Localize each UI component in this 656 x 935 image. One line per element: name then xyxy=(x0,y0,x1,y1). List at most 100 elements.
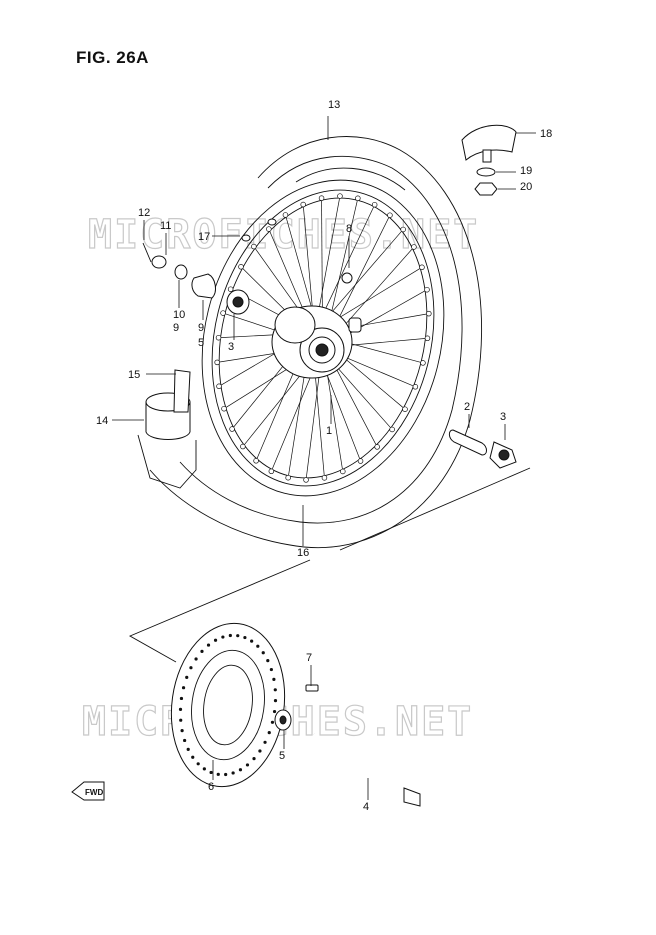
callout-label-c11: 11 xyxy=(160,220,171,232)
spoke-nipple xyxy=(411,244,417,250)
brake-disc xyxy=(170,622,286,788)
perspective-bracket xyxy=(128,467,531,663)
disc-hole xyxy=(196,762,200,766)
spoke-nipple xyxy=(420,360,426,366)
spoke xyxy=(327,198,359,327)
spoke xyxy=(335,246,415,336)
callout-label-c10: 10 xyxy=(173,309,185,321)
rim-lock xyxy=(461,124,517,196)
disc-hole xyxy=(216,772,220,776)
disc-hole xyxy=(263,740,267,744)
spoke-nipple xyxy=(221,405,227,412)
spoke-nipple xyxy=(389,426,395,433)
spoke-nipple xyxy=(227,286,234,292)
spoke-nipple xyxy=(321,475,328,481)
spoke-nipple xyxy=(240,443,246,450)
spoke-nipple xyxy=(251,243,257,250)
disc-hole xyxy=(224,772,228,777)
spoke-nipple xyxy=(285,474,291,481)
left-axle-parts xyxy=(142,218,353,315)
disc-hole xyxy=(221,635,225,639)
spoke-nipple xyxy=(268,468,275,475)
spoke-nipple xyxy=(387,212,393,218)
spoke-nipple xyxy=(300,201,306,208)
spoke-nipple xyxy=(424,335,431,342)
callout-label-c13: 13 xyxy=(328,99,340,111)
disc-hole xyxy=(206,643,211,647)
disc-hole xyxy=(213,638,218,642)
disc-hole xyxy=(181,686,186,690)
disc-hole xyxy=(261,651,265,655)
disc-hole xyxy=(179,718,183,722)
spoke-nipple xyxy=(371,201,378,208)
spoke xyxy=(332,215,391,331)
callout-label-c5a: 5 xyxy=(198,337,204,349)
callout-label-c2: 2 xyxy=(464,401,470,413)
callout-label-c18: 18 xyxy=(540,128,552,140)
spokes xyxy=(214,193,432,483)
callout-label-c9a: 9 xyxy=(173,322,179,334)
collar xyxy=(274,709,292,731)
spoke-nipple xyxy=(303,477,309,483)
disc-hole xyxy=(189,666,193,670)
callout-label-c8: 8 xyxy=(346,223,352,235)
fwd-label: FWD xyxy=(85,788,103,797)
disc-hole xyxy=(272,709,277,714)
spoke-nipple xyxy=(216,383,222,390)
disc-hole xyxy=(272,677,276,681)
disc-holes xyxy=(178,633,278,777)
spoke-nipple xyxy=(253,458,259,464)
disc-hole xyxy=(200,649,204,653)
rim-tape-and-tube xyxy=(137,369,197,489)
callout-label-c4: 4 xyxy=(363,801,369,813)
disc-hole xyxy=(231,771,235,775)
disc-hole xyxy=(258,749,262,753)
spoke-nipple xyxy=(424,286,430,293)
disc-hole xyxy=(267,731,271,735)
disc-hole xyxy=(250,639,254,643)
spoke-nipple xyxy=(374,444,380,450)
callout-label-c6: 6 xyxy=(208,781,214,793)
disc-bolt xyxy=(305,684,319,692)
disc-hole xyxy=(245,763,250,767)
spoke-nipple xyxy=(214,359,220,366)
disc-hole xyxy=(180,729,184,733)
spoke xyxy=(321,198,323,325)
callout-label-c1: 1 xyxy=(326,425,332,437)
spoke-nipple xyxy=(340,468,346,475)
spoke-nipple xyxy=(419,264,425,271)
disc-hole xyxy=(191,755,195,759)
spoke-nipple xyxy=(318,195,325,201)
disc-hole xyxy=(256,644,260,648)
disc-hole xyxy=(252,757,256,761)
disc-hole xyxy=(266,659,270,663)
callout-label-c12: 12 xyxy=(138,207,150,219)
spoke-nipple xyxy=(229,426,235,432)
callout-label-c20: 20 xyxy=(520,181,532,193)
callout-label-c19: 19 xyxy=(520,165,532,177)
disc-hole xyxy=(270,720,275,724)
callout-label-c17: 17 xyxy=(198,231,210,243)
callout-label-c7: 7 xyxy=(306,652,312,664)
spoke-nipple xyxy=(266,226,272,232)
spoke-nipple xyxy=(355,195,361,202)
spoke-nipple xyxy=(337,193,343,199)
callout-label-c9b: 9 xyxy=(198,322,204,334)
callout-label-c16: 16 xyxy=(297,547,309,559)
disc-hole xyxy=(202,767,206,771)
spoke-nipple xyxy=(220,310,226,316)
disc-hole xyxy=(273,699,278,703)
disc-hole xyxy=(269,667,273,672)
spoke-nipple xyxy=(282,212,289,218)
spoke-nipple xyxy=(238,264,244,270)
callout-label-c3a: 3 xyxy=(228,341,234,353)
disc-hole xyxy=(273,688,277,692)
tire xyxy=(149,136,482,549)
disc-hole xyxy=(236,634,240,638)
right-axle-parts xyxy=(448,429,517,469)
disc-hole xyxy=(185,675,189,679)
spoke-nipple xyxy=(426,310,432,317)
disc-hole xyxy=(209,770,213,775)
